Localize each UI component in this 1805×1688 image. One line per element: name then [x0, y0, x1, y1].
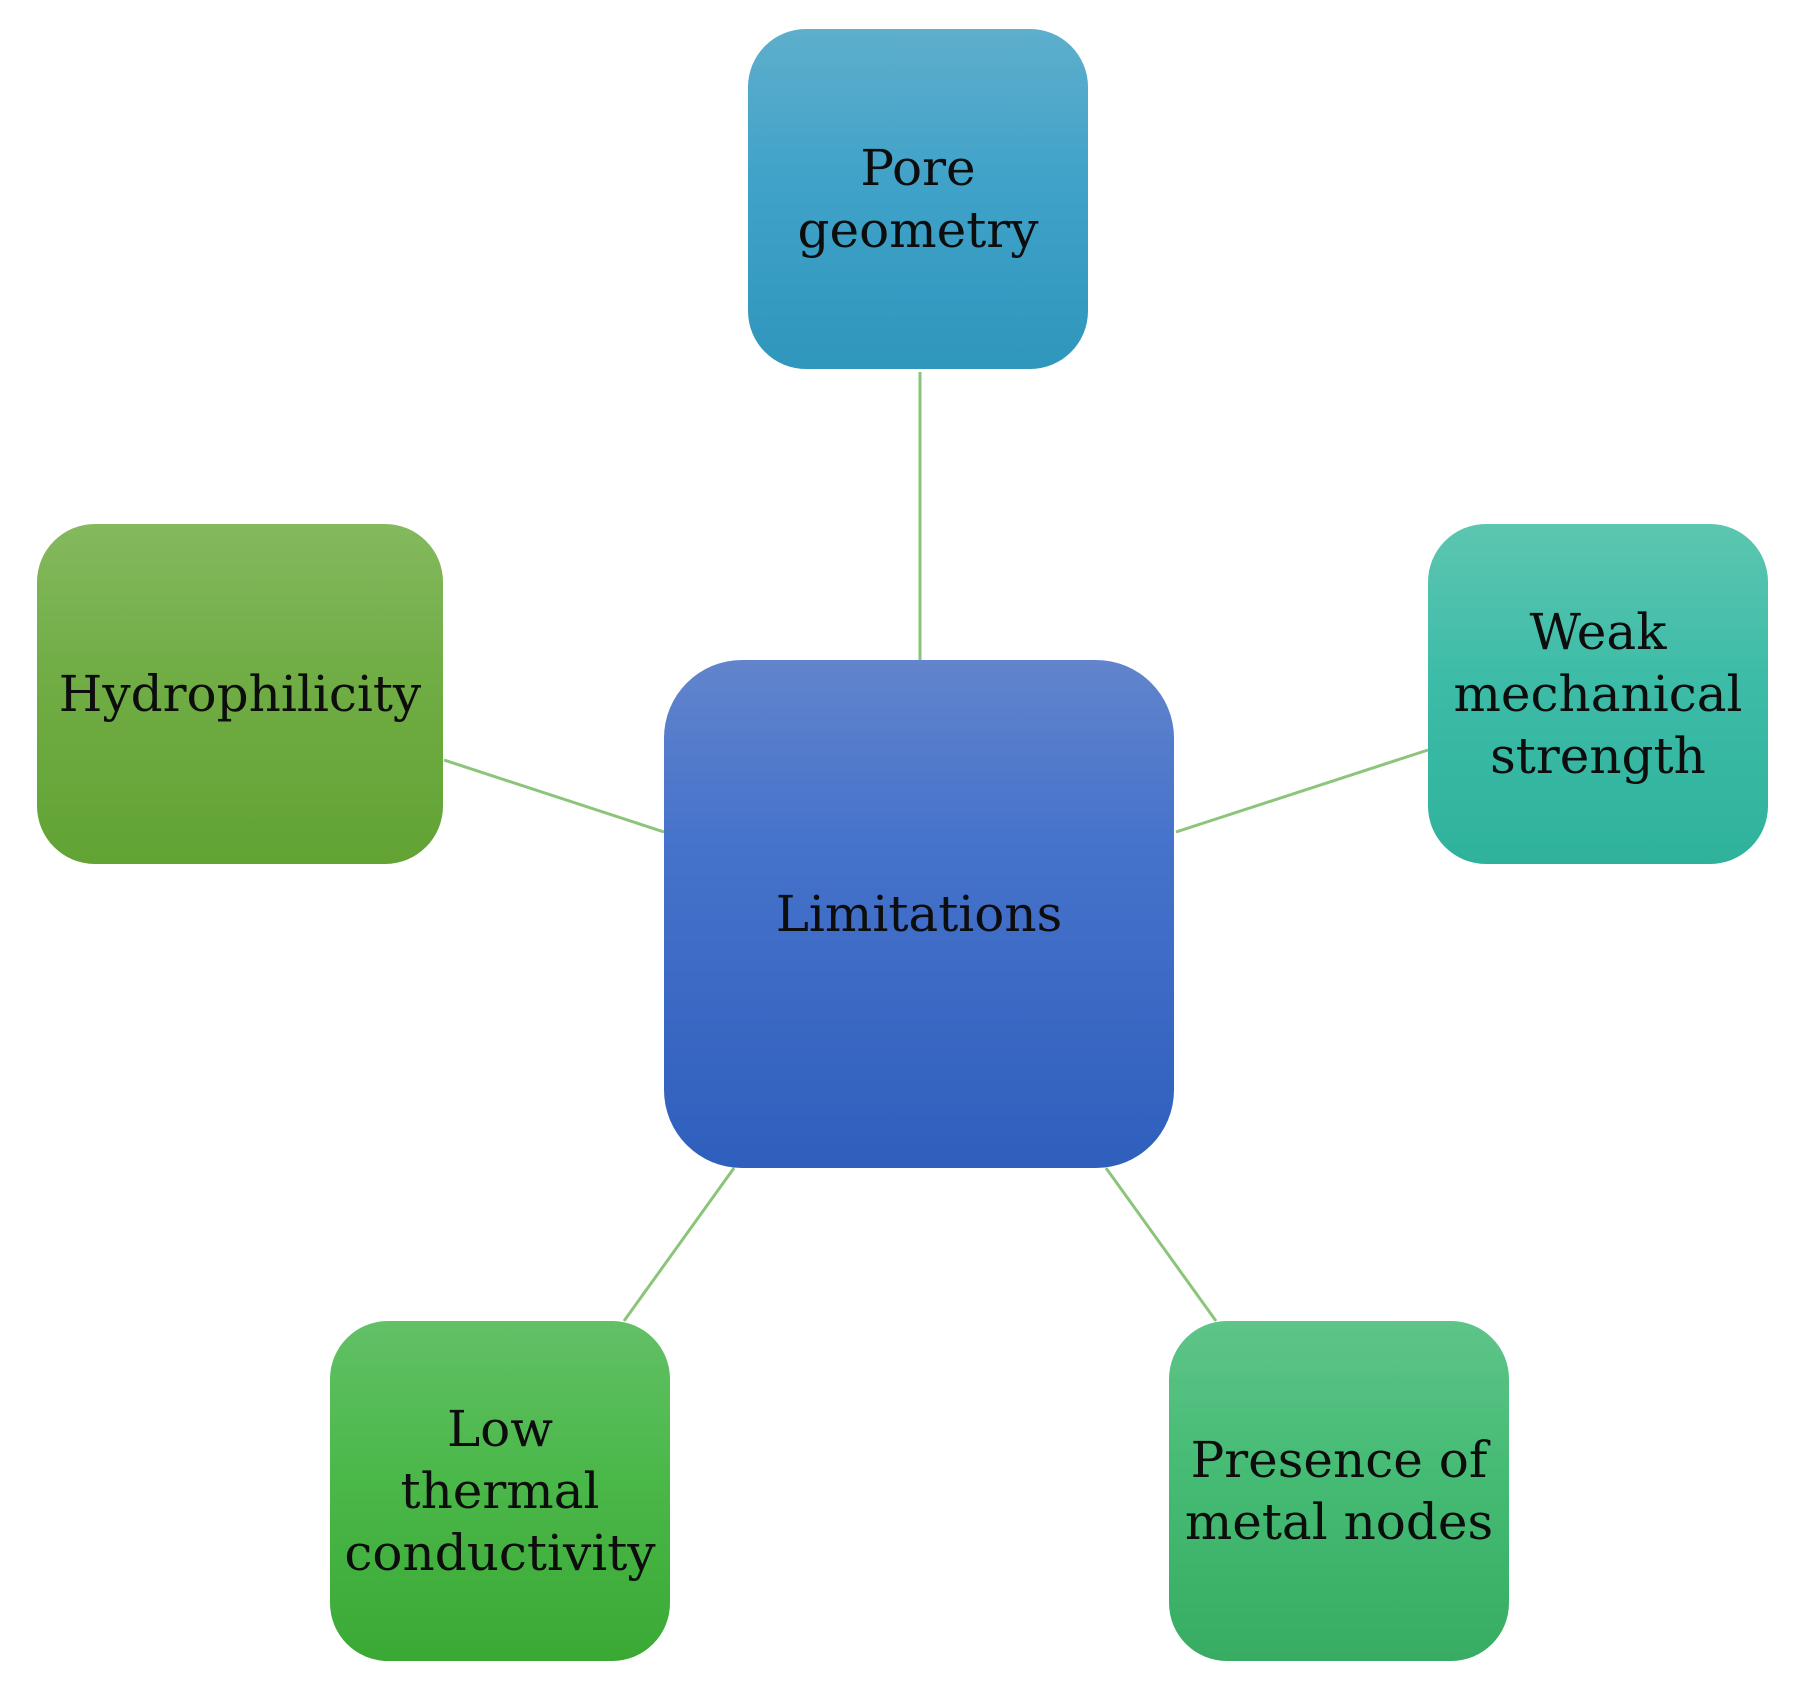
center-node-label: Limitations [775, 885, 1063, 943]
node-hydrophilicity-text: Hydrophilicity [59, 663, 421, 725]
node-label-line: strength [1490, 727, 1706, 785]
node-hydrophilicity: Hydrophilicity [37, 524, 443, 864]
connector-center-hydro [443, 758, 665, 834]
connector-center-weak [1175, 748, 1429, 834]
node-label-line: Low [446, 1400, 554, 1458]
connector-center-low [622, 1167, 736, 1322]
node-low-thermal-conductivity-text: Low thermal conductivity [344, 1398, 655, 1584]
node-label-line: conductivity [344, 1524, 656, 1582]
node-label-line: thermal [400, 1462, 600, 1520]
node-presence-of-metal-nodes-text: Presence of metal nodes [1185, 1429, 1493, 1553]
node-label-line: metal nodes [1184, 1493, 1494, 1551]
center-node-limitations: Limitations [664, 660, 1174, 1168]
node-label-line: Presence of [1190, 1431, 1488, 1489]
node-low-thermal-conductivity: Low thermal conductivity [330, 1321, 670, 1661]
node-label-line: Hydrophilicity [58, 665, 422, 723]
node-weak-mechanical-strength-text: Weak mechanical strength [1453, 601, 1742, 787]
node-weak-mechanical-strength: Weak mechanical strength [1428, 524, 1768, 864]
node-label-line: geometry [797, 201, 1039, 259]
node-label-line: Pore [860, 139, 976, 197]
node-pore-geometry: Pore geometry [748, 29, 1088, 369]
node-pore-geometry-text: Pore geometry [798, 137, 1039, 261]
node-label-line: mechanical [1453, 665, 1743, 723]
node-presence-of-metal-nodes: Presence of metal nodes [1169, 1321, 1509, 1661]
node-label-line: Weak [1529, 603, 1667, 661]
connector-center-metal [1104, 1167, 1218, 1322]
